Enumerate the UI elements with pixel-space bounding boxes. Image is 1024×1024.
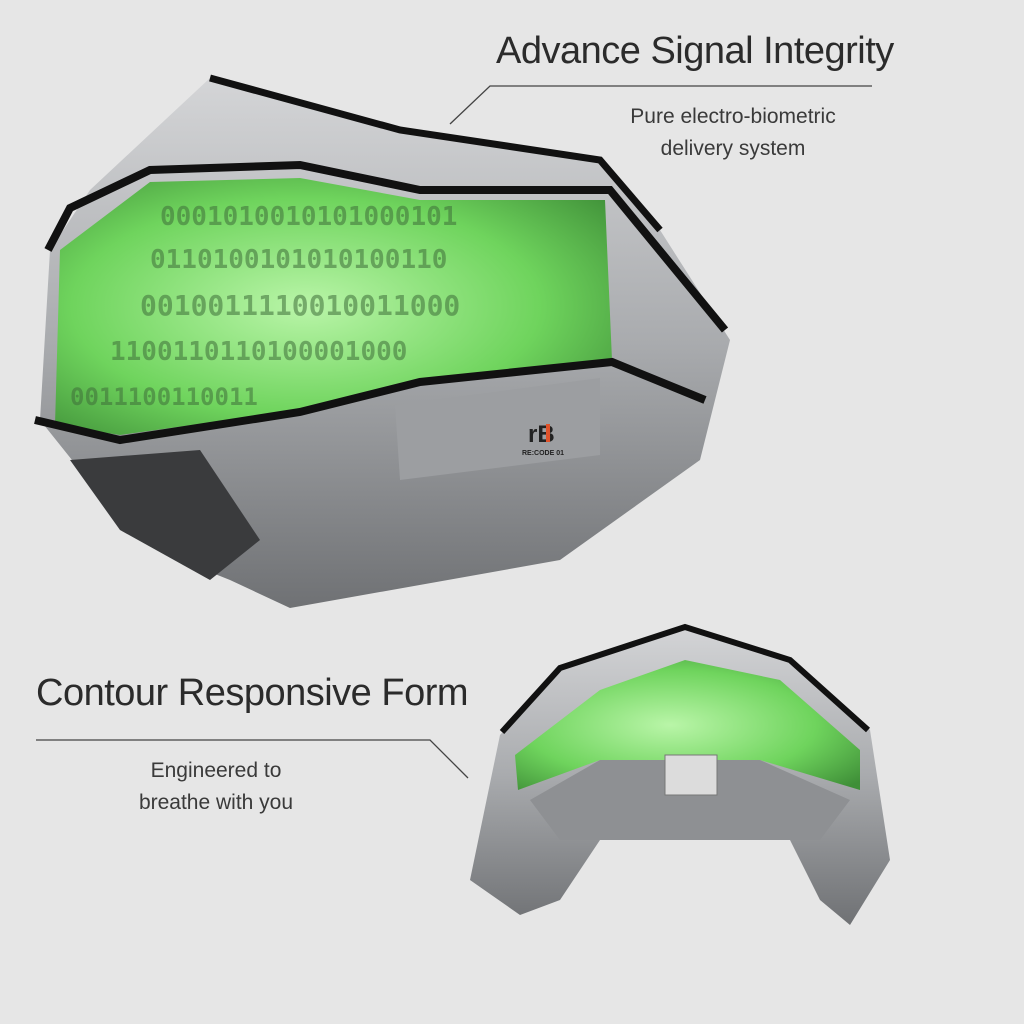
svg-text:0001010010101000101: 0001010010101000101	[160, 202, 457, 232]
feature-title-signal-integrity: Advance Signal Integrity	[496, 30, 894, 72]
device-side-view: 0001010010101000101 0110100101010100110 …	[34, 74, 730, 608]
leader-line-bottom	[36, 739, 469, 779]
device-front-view	[470, 623, 890, 925]
product-logo: rB	[528, 421, 555, 448]
subtitle-line: Engineered to	[150, 759, 282, 782]
svg-text:0010011110010011000: 0010011110010011000	[140, 289, 460, 322]
feature-subtitle-contour-form: Engineered to breathe with you	[100, 755, 332, 819]
svg-text:0011100110011: 0011100110011	[70, 383, 258, 411]
leader-line-top	[449, 85, 872, 125]
visor	[55, 178, 612, 435]
subtitle-line: breathe with you	[138, 791, 294, 814]
svg-text:1100110110100001000: 1100110110100001000	[110, 337, 407, 367]
svg-text:0110100101010100110: 0110100101010100110	[150, 245, 447, 275]
subtitle-line: delivery system	[660, 137, 806, 160]
feature-title-contour-form: Contour Responsive Form	[36, 672, 469, 714]
product-model-label: RE:CODE 01	[522, 450, 564, 457]
subtitle-line: Pure electro-biometric	[630, 105, 836, 128]
logo-accent	[546, 424, 550, 442]
feature-subtitle-signal-integrity: Pure electro-biometric delivery system	[600, 101, 866, 165]
visor-binary: 0001010010101000101 0110100101010100110 …	[70, 202, 460, 411]
